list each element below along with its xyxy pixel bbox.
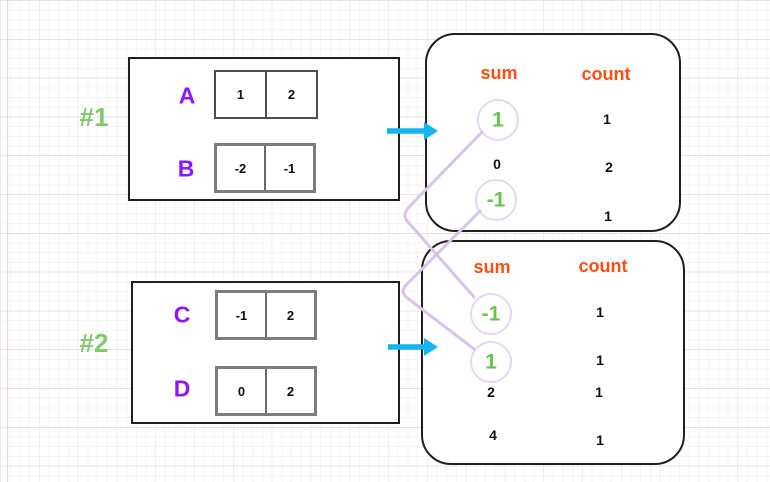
sum-value: 2 [487, 384, 495, 400]
array-b-cells: -2 -1 [214, 143, 316, 193]
count-value: 1 [596, 352, 604, 368]
sum-value: -1 [481, 302, 501, 326]
count-value: 1 [596, 304, 604, 320]
example-2-label: #2 [79, 328, 109, 358]
array-a-cells: 1 2 [214, 70, 318, 119]
array-cell: 2 [265, 72, 316, 117]
array-d-label: D [173, 375, 191, 402]
example-2-sum-table: sum count -1 1 1 1 2 1 4 1 [421, 240, 685, 465]
highlight-circle [477, 99, 519, 141]
sum-column-header: sum [480, 63, 518, 83]
example-1-sum-table: sum count 1 1 0 2 -1 1 [425, 33, 681, 232]
example-1-arrays-box: A 1 2 B -2 -1 [128, 57, 400, 201]
count-value: 1 [596, 432, 604, 448]
example-2-arrays-box: C -1 2 D 0 2 [131, 281, 400, 424]
sum-value: 0 [493, 156, 501, 172]
array-cell: -2 [234, 160, 247, 176]
sum-value: -1 [486, 188, 506, 212]
array-cell: 2 [265, 369, 314, 413]
count-column-header: count [578, 256, 628, 276]
count-value: 2 [605, 159, 613, 175]
count-column-header: count [581, 64, 631, 84]
count-value: 1 [595, 384, 603, 400]
array-b-label: B [177, 155, 195, 182]
array-cell: -1 [264, 146, 313, 190]
array-a-label: A [178, 82, 196, 109]
array-c-cells: -1 2 [215, 290, 317, 340]
sum-column-header: sum [473, 257, 511, 277]
sum-value: 1 [492, 108, 504, 132]
array-d-cells: 0 2 [215, 366, 317, 416]
count-value: 1 [604, 208, 612, 224]
example-1-label: #1 [79, 102, 109, 132]
sum-value: 1 [485, 350, 497, 374]
highlight-circle [470, 341, 512, 383]
array-cell: 0 [237, 383, 246, 399]
notebook-margin-line [7, 0, 8, 482]
count-value: 1 [603, 111, 611, 127]
array-cell: 1 [236, 87, 245, 102]
array-cell: 2 [265, 293, 314, 337]
array-c-label: C [173, 301, 191, 328]
sum-value: 4 [489, 427, 497, 443]
array-cell: -1 [235, 307, 248, 323]
